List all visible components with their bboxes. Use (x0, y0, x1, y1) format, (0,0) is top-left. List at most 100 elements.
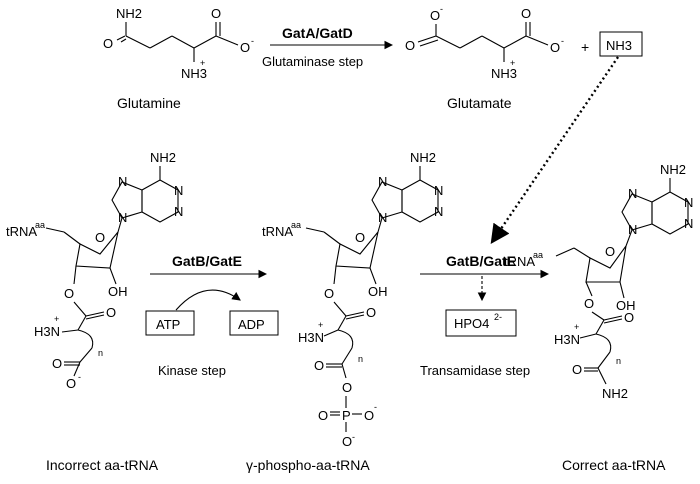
svg-text:O: O (572, 362, 582, 377)
svg-text:tRNA: tRNA (504, 254, 535, 269)
svg-text:n: n (616, 356, 621, 366)
glutaminase-step-label: Glutaminase step (262, 54, 363, 69)
svg-text:+: + (510, 58, 515, 68)
svg-text:N: N (684, 216, 693, 231)
adp-label: ADP (238, 317, 265, 332)
glutamate-structure: O - O NH3 + O O - Glutamate (405, 4, 564, 111)
svg-text:aa: aa (533, 250, 543, 260)
svg-text:aa: aa (291, 220, 301, 230)
ammonia-transfer-arrow (490, 56, 619, 244)
svg-text:H3N: H3N (34, 324, 60, 339)
svg-text:n: n (358, 354, 363, 364)
gatbe-enzyme-label-2: GatB/GatE (446, 253, 516, 269)
plus-sign: + (581, 39, 589, 55)
svg-text:O: O (364, 408, 374, 423)
correct-aatrna-label: Correct aa-tRNA (562, 457, 666, 473)
svg-text:O: O (342, 380, 352, 395)
svg-text:O: O (52, 356, 62, 371)
svg-text:O: O (64, 286, 74, 301)
svg-text:N: N (378, 174, 387, 189)
svg-text:-: - (374, 402, 377, 412)
svg-text:N: N (628, 186, 637, 201)
svg-text:-: - (352, 432, 355, 442)
glutamine-amide-o: O (103, 36, 113, 51)
svg-text:O: O (106, 305, 116, 320)
svg-text:N: N (378, 210, 387, 225)
glutamine-label: Glutamine (117, 95, 181, 111)
glutamine-carboxyl-o: O (211, 6, 221, 21)
svg-text:N: N (628, 222, 637, 237)
svg-text:OH: OH (368, 284, 388, 299)
svg-text:+: + (54, 314, 59, 324)
phospho-aatrna-structure: NH2 N N N N O tRNA aa OH O O H3N + n O O (246, 150, 443, 473)
svg-text:O: O (605, 244, 615, 259)
svg-text:-: - (440, 4, 443, 14)
svg-text:-: - (561, 36, 564, 46)
transamidase-arrow: GatB/GatE HPO4 2- Transamidase step (420, 253, 550, 378)
svg-text:N: N (684, 195, 693, 210)
atp-label: ATP (156, 317, 180, 332)
phospho-aatrna-label: γ-phospho-aa-tRNA (246, 457, 370, 473)
svg-text:OH: OH (616, 298, 636, 313)
correct-aatrna-structure: NH2 N N N N O tRNA aa OH O O H3N + n O N… (504, 162, 693, 473)
glutamine-carboxyl-ominus: O (240, 40, 250, 55)
svg-text:-: - (78, 372, 81, 382)
adp-box (229, 310, 279, 336)
svg-text:+: + (574, 322, 579, 332)
svg-text:H3N: H3N (554, 332, 580, 347)
hpo4-box (445, 309, 517, 337)
svg-text:+: + (200, 58, 205, 68)
svg-text:P: P (342, 408, 351, 423)
incorrect-aatrna-structure: NH2 N N N N O tRNA aa OH O O H3N + n O O (6, 150, 183, 473)
svg-text:N: N (174, 183, 183, 198)
incorrect-aatrna-label: Incorrect aa-tRNA (46, 457, 159, 473)
svg-text:O: O (355, 230, 365, 245)
svg-text:aa: aa (35, 220, 45, 230)
svg-text:-: - (251, 36, 254, 46)
svg-text:NH2: NH2 (602, 386, 628, 401)
svg-text:NH2: NH2 (150, 150, 176, 165)
glutamate-label: Glutamate (447, 95, 512, 111)
svg-text:O: O (624, 310, 634, 325)
gatbe-enzyme-label-1: GatB/GatE (172, 253, 242, 269)
svg-text:2-: 2- (494, 312, 502, 322)
svg-text:O: O (66, 376, 76, 391)
svg-text:N: N (434, 183, 443, 198)
atp-box (145, 310, 195, 336)
svg-text:tRNA: tRNA (262, 224, 293, 239)
svg-text:NH3: NH3 (491, 66, 517, 81)
svg-text:N: N (434, 204, 443, 219)
svg-text:O: O (314, 358, 324, 373)
svg-text:tRNA: tRNA (6, 224, 37, 239)
nh3-label: NH3 (606, 38, 632, 53)
glutamine-structure: NH2 O NH3 + O O - Glutamine (103, 6, 254, 111)
svg-text:O: O (550, 40, 560, 55)
transamidase-step-label: Transamidase step (420, 363, 530, 378)
glutamine-nh3: NH3 (181, 66, 207, 81)
svg-text:O: O (405, 38, 415, 53)
svg-text:O: O (324, 286, 334, 301)
svg-text:OH: OH (108, 284, 128, 299)
svg-text:O: O (521, 6, 531, 21)
svg-text:n: n (98, 348, 103, 358)
svg-text:N: N (118, 174, 127, 189)
glutamine-amide-nh2: NH2 (116, 6, 142, 21)
svg-text:O: O (366, 305, 376, 320)
hpo4-label: HPO4 (454, 316, 489, 331)
kinase-arrow: GatB/GatE ATP ADP Kinase step (145, 253, 279, 378)
svg-text:O: O (430, 8, 440, 23)
svg-text:O: O (95, 230, 105, 245)
glutaminase-arrow: GatA/GatD Glutaminase step (262, 25, 394, 69)
svg-text:O: O (318, 408, 328, 423)
nh3-box (599, 31, 643, 57)
svg-text:N: N (118, 210, 127, 225)
svg-text:N: N (174, 204, 183, 219)
svg-text:O: O (342, 434, 352, 449)
gatad-enzyme-label: GatA/GatD (282, 25, 353, 41)
kinase-step-label: Kinase step (158, 363, 226, 378)
svg-text:NH2: NH2 (660, 162, 686, 177)
svg-text:H3N: H3N (298, 330, 324, 345)
svg-text:NH2: NH2 (410, 150, 436, 165)
